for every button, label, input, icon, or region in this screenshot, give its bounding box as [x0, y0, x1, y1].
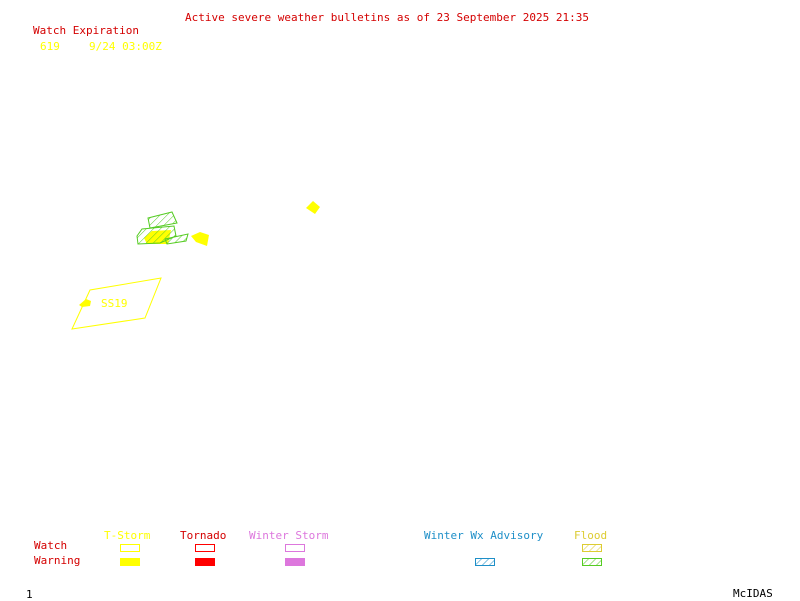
legend-winter-storm-warning-swatch	[285, 558, 305, 566]
watch-label: SS19	[101, 297, 128, 310]
bulletin-title: Active severe weather bulletins as of 23…	[185, 11, 589, 24]
tstorm-warning-polygon	[306, 201, 320, 214]
frame-number: 1	[26, 588, 33, 601]
legend-winter-wx-advisory-label: Winter Wx Advisory	[424, 529, 544, 542]
legend-tstorm-label: T-Storm	[104, 529, 151, 542]
tstorm-warning-polygon	[79, 299, 91, 307]
legend-tstorm-watch-swatch	[120, 544, 140, 552]
flood-warning-polygon	[164, 233, 189, 245]
legend-row-watch: Watch	[34, 539, 68, 552]
legend-flood-watch-swatch	[582, 544, 602, 552]
legend-row-warning: Warning	[34, 554, 81, 567]
watch-expiry-time: 9/24 03:00Z	[89, 40, 162, 53]
legend-flood-label: Flood	[574, 529, 608, 542]
legend-tstorm-warning-swatch	[120, 558, 140, 566]
flood-warning-polygon	[147, 211, 178, 229]
legend-winter-wx-advisory-swatch	[475, 558, 495, 566]
legend-winter-storm-label: Winter Storm	[249, 529, 329, 542]
legend-tornado-label: Tornado	[180, 529, 227, 542]
tstorm-warning-polygon	[191, 232, 209, 246]
watch-number: 619	[40, 40, 60, 53]
product-name: McIDAS	[733, 587, 773, 600]
legend-winter-storm-watch-swatch	[285, 544, 305, 552]
legend-tornado-warning-swatch	[195, 558, 215, 566]
legend-flood-warning-swatch	[582, 558, 602, 566]
legend-tornado-watch-swatch	[195, 544, 215, 552]
watch-expiration-heading: Watch Expiration	[33, 24, 139, 37]
